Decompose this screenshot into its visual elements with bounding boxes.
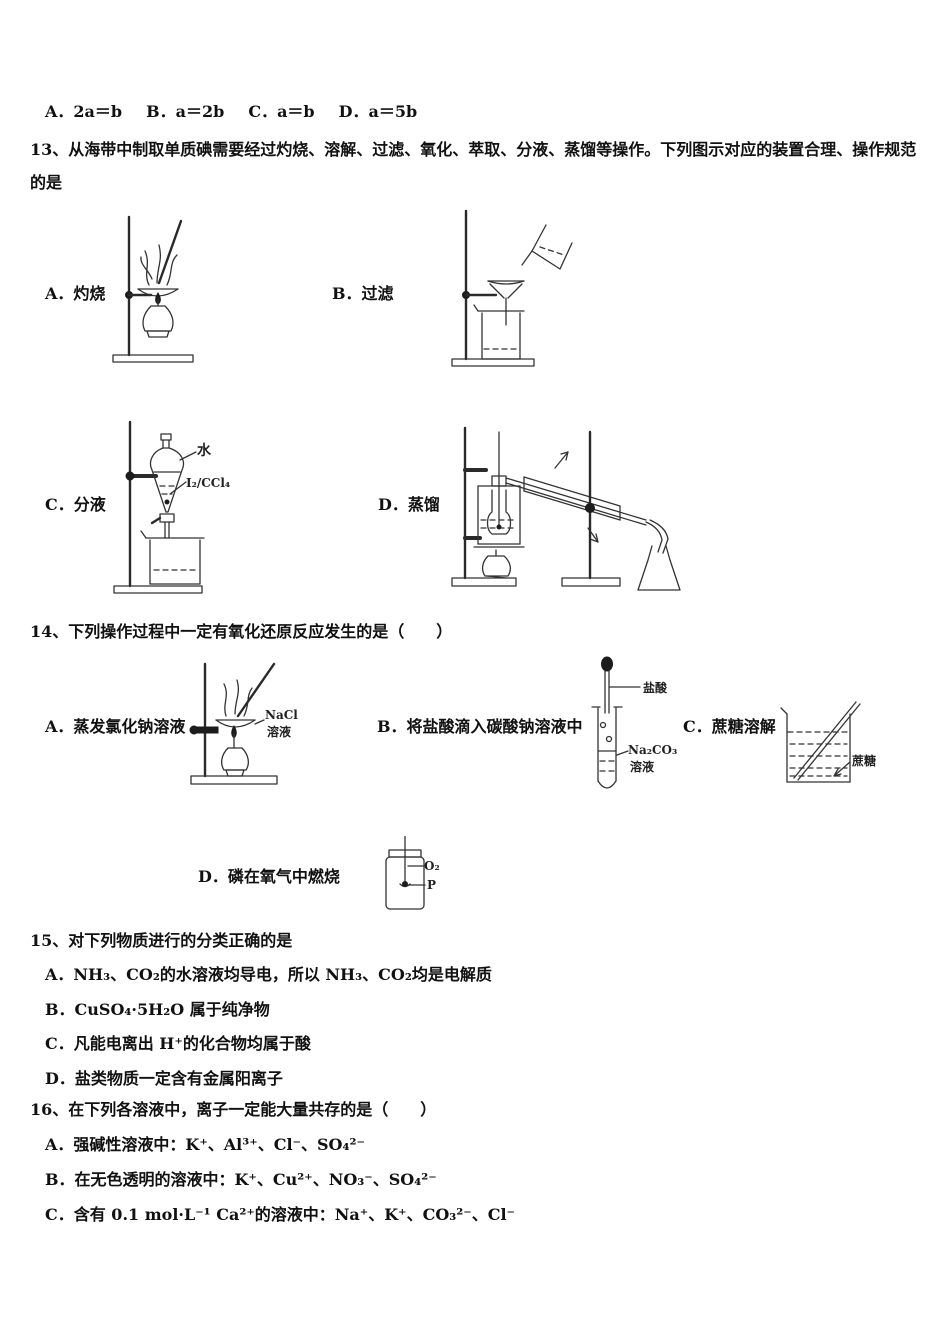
iron-stand bbox=[190, 664, 277, 784]
q13-option-b-label: B．过滤 bbox=[332, 284, 394, 303]
q16-option-c: C．含有 0.1 mol·L⁻¹ Ca²⁺的溶液中：Na⁺、K⁺、CO₃²⁻、C… bbox=[45, 1205, 515, 1224]
q13-stem: 13、从海带中制取单质碘需要经过灼烧、溶解、过滤、氧化、萃取、分液、蒸馏等操作。… bbox=[30, 140, 917, 192]
q14-option-c-label: C．蔗糖溶解 bbox=[683, 717, 776, 736]
na2co3-label: Na₂CO₃ bbox=[628, 743, 678, 757]
alcohol-lamp bbox=[222, 726, 249, 776]
q15-option-b: B．CuSO₄·5H₂O 属于纯净物 bbox=[45, 1000, 270, 1019]
o2-label: O₂ bbox=[424, 859, 440, 873]
delivery-tube bbox=[646, 520, 668, 553]
conical-flask bbox=[638, 546, 680, 590]
q12-option-d: D．a＝5b bbox=[338, 102, 418, 121]
separating-funnel bbox=[150, 434, 183, 538]
distillation-apparatus-diagram bbox=[440, 420, 695, 602]
q15-option-d: D．盐类物质一定含有金属阳离子 bbox=[45, 1069, 283, 1088]
liquid-separation-apparatus-svg bbox=[110, 418, 245, 598]
bubble bbox=[601, 723, 606, 728]
glass-rod bbox=[159, 221, 181, 283]
q12-option-b: B．a＝2b bbox=[146, 102, 225, 121]
q15-option-a: A．NH₃、CO₂的水溶液均导电，所以 NH₃、CO₂均是电解质 bbox=[45, 965, 492, 984]
filtration-apparatus-svg bbox=[448, 207, 573, 370]
receiving-beaker bbox=[141, 531, 204, 584]
distilling-vessel bbox=[474, 432, 524, 547]
q12-options-row: A．2a＝b B．a＝2b C．a＝b D．a＝5b bbox=[45, 95, 417, 128]
phosphorus-combustion-svg bbox=[380, 836, 452, 918]
evaporation-apparatus-svg bbox=[188, 658, 318, 798]
calcination-apparatus-svg bbox=[105, 213, 205, 365]
sucrose-arrow bbox=[834, 762, 850, 776]
sucrose-dissolving-diagram: 蔗糖 bbox=[778, 696, 896, 793]
receiving-beaker bbox=[474, 305, 524, 359]
iron-stand bbox=[113, 217, 193, 362]
q13-option-a-label: A．灼烧 bbox=[45, 284, 106, 303]
q15-stem: 15、对下列物质进行的分类正确的是 bbox=[30, 931, 293, 950]
bubble bbox=[607, 737, 612, 742]
iron-stand bbox=[452, 211, 534, 366]
q14-option-b-label: B．将盐酸滴入碳酸钠溶液中 bbox=[377, 717, 583, 736]
nacl-label: NaCl bbox=[265, 708, 298, 722]
dropper bbox=[602, 657, 613, 713]
q14-option-a-label: A．蒸发氯化钠溶液 bbox=[45, 717, 186, 736]
beaker bbox=[781, 708, 850, 782]
nacl-leader-line bbox=[255, 720, 264, 724]
stirring-rod bbox=[794, 702, 860, 780]
sucrose-dissolving-svg bbox=[778, 696, 896, 793]
hcl-label: 盐酸 bbox=[643, 681, 668, 695]
right-iron-stand bbox=[562, 432, 620, 586]
p-label: P bbox=[427, 878, 437, 892]
pouring-beaker bbox=[522, 225, 572, 269]
q14-option-d-label: D．磷在氧气中燃烧 bbox=[198, 867, 340, 886]
q16-option-a: A．强碱性溶液中：K⁺、Al³⁺、Cl⁻、SO₄²⁻ bbox=[45, 1135, 365, 1154]
q12-option-a: A．2a＝b bbox=[45, 102, 123, 121]
water-leader-line bbox=[180, 452, 196, 460]
q16-stem: 16、在下列各溶液中，离子一定能大量共存的是（ ） bbox=[30, 1100, 437, 1119]
distillation-apparatus-svg bbox=[440, 420, 695, 602]
glass-rod bbox=[238, 664, 274, 716]
liquid-separation-apparatus-diagram: 水 I₂/CCl₄ bbox=[110, 418, 245, 598]
phosphorus-combustion-diagram: O₂ P bbox=[380, 836, 452, 918]
q16-option-b: B．在无色透明的溶液中：K⁺、Cu²⁺、NO₃⁻、SO₄²⁻ bbox=[45, 1170, 437, 1189]
filtration-apparatus-diagram bbox=[448, 207, 573, 370]
calcination-apparatus-diagram bbox=[105, 213, 205, 365]
funnel bbox=[488, 281, 524, 325]
sucrose-label: 蔗糖 bbox=[852, 754, 877, 768]
alcohol-lamp bbox=[483, 550, 511, 578]
condenser bbox=[506, 452, 646, 542]
alcohol-lamp bbox=[143, 293, 173, 337]
evaporating-dish bbox=[216, 720, 255, 727]
i2ccl4-label: I₂/CCl₄ bbox=[186, 476, 231, 490]
nacl-solution-label: 溶液 bbox=[267, 725, 292, 739]
test-tube bbox=[592, 707, 622, 788]
hcl-into-na2co3-diagram: 盐酸 Na₂CO₃ 溶液 bbox=[588, 655, 680, 803]
q12-option-c: C．a＝b bbox=[248, 102, 315, 121]
water-label: 水 bbox=[197, 443, 211, 459]
na2co3-leader-line bbox=[617, 751, 628, 755]
i2ccl4-leader-line bbox=[170, 482, 186, 494]
gas-bottle bbox=[386, 850, 424, 909]
iron-stand bbox=[114, 422, 202, 593]
q13-option-c-label: C．分液 bbox=[45, 495, 106, 514]
water-flow-arrow bbox=[555, 452, 568, 468]
hcl-into-na2co3-svg bbox=[588, 655, 680, 803]
q14-stem: 14、下列操作过程中一定有氧化还原反应发生的是（ ） bbox=[30, 622, 453, 641]
seaweed-strands bbox=[141, 245, 177, 285]
na2co3-solution-label: 溶液 bbox=[630, 760, 655, 774]
steam-wisps bbox=[224, 680, 252, 716]
evaporation-apparatus-diagram: NaCl 溶液 bbox=[188, 658, 318, 798]
q15-option-c: C．凡能电离出 H⁺的化合物均属于酸 bbox=[45, 1034, 311, 1053]
q13-option-d-label: D．蒸馏 bbox=[378, 495, 440, 514]
